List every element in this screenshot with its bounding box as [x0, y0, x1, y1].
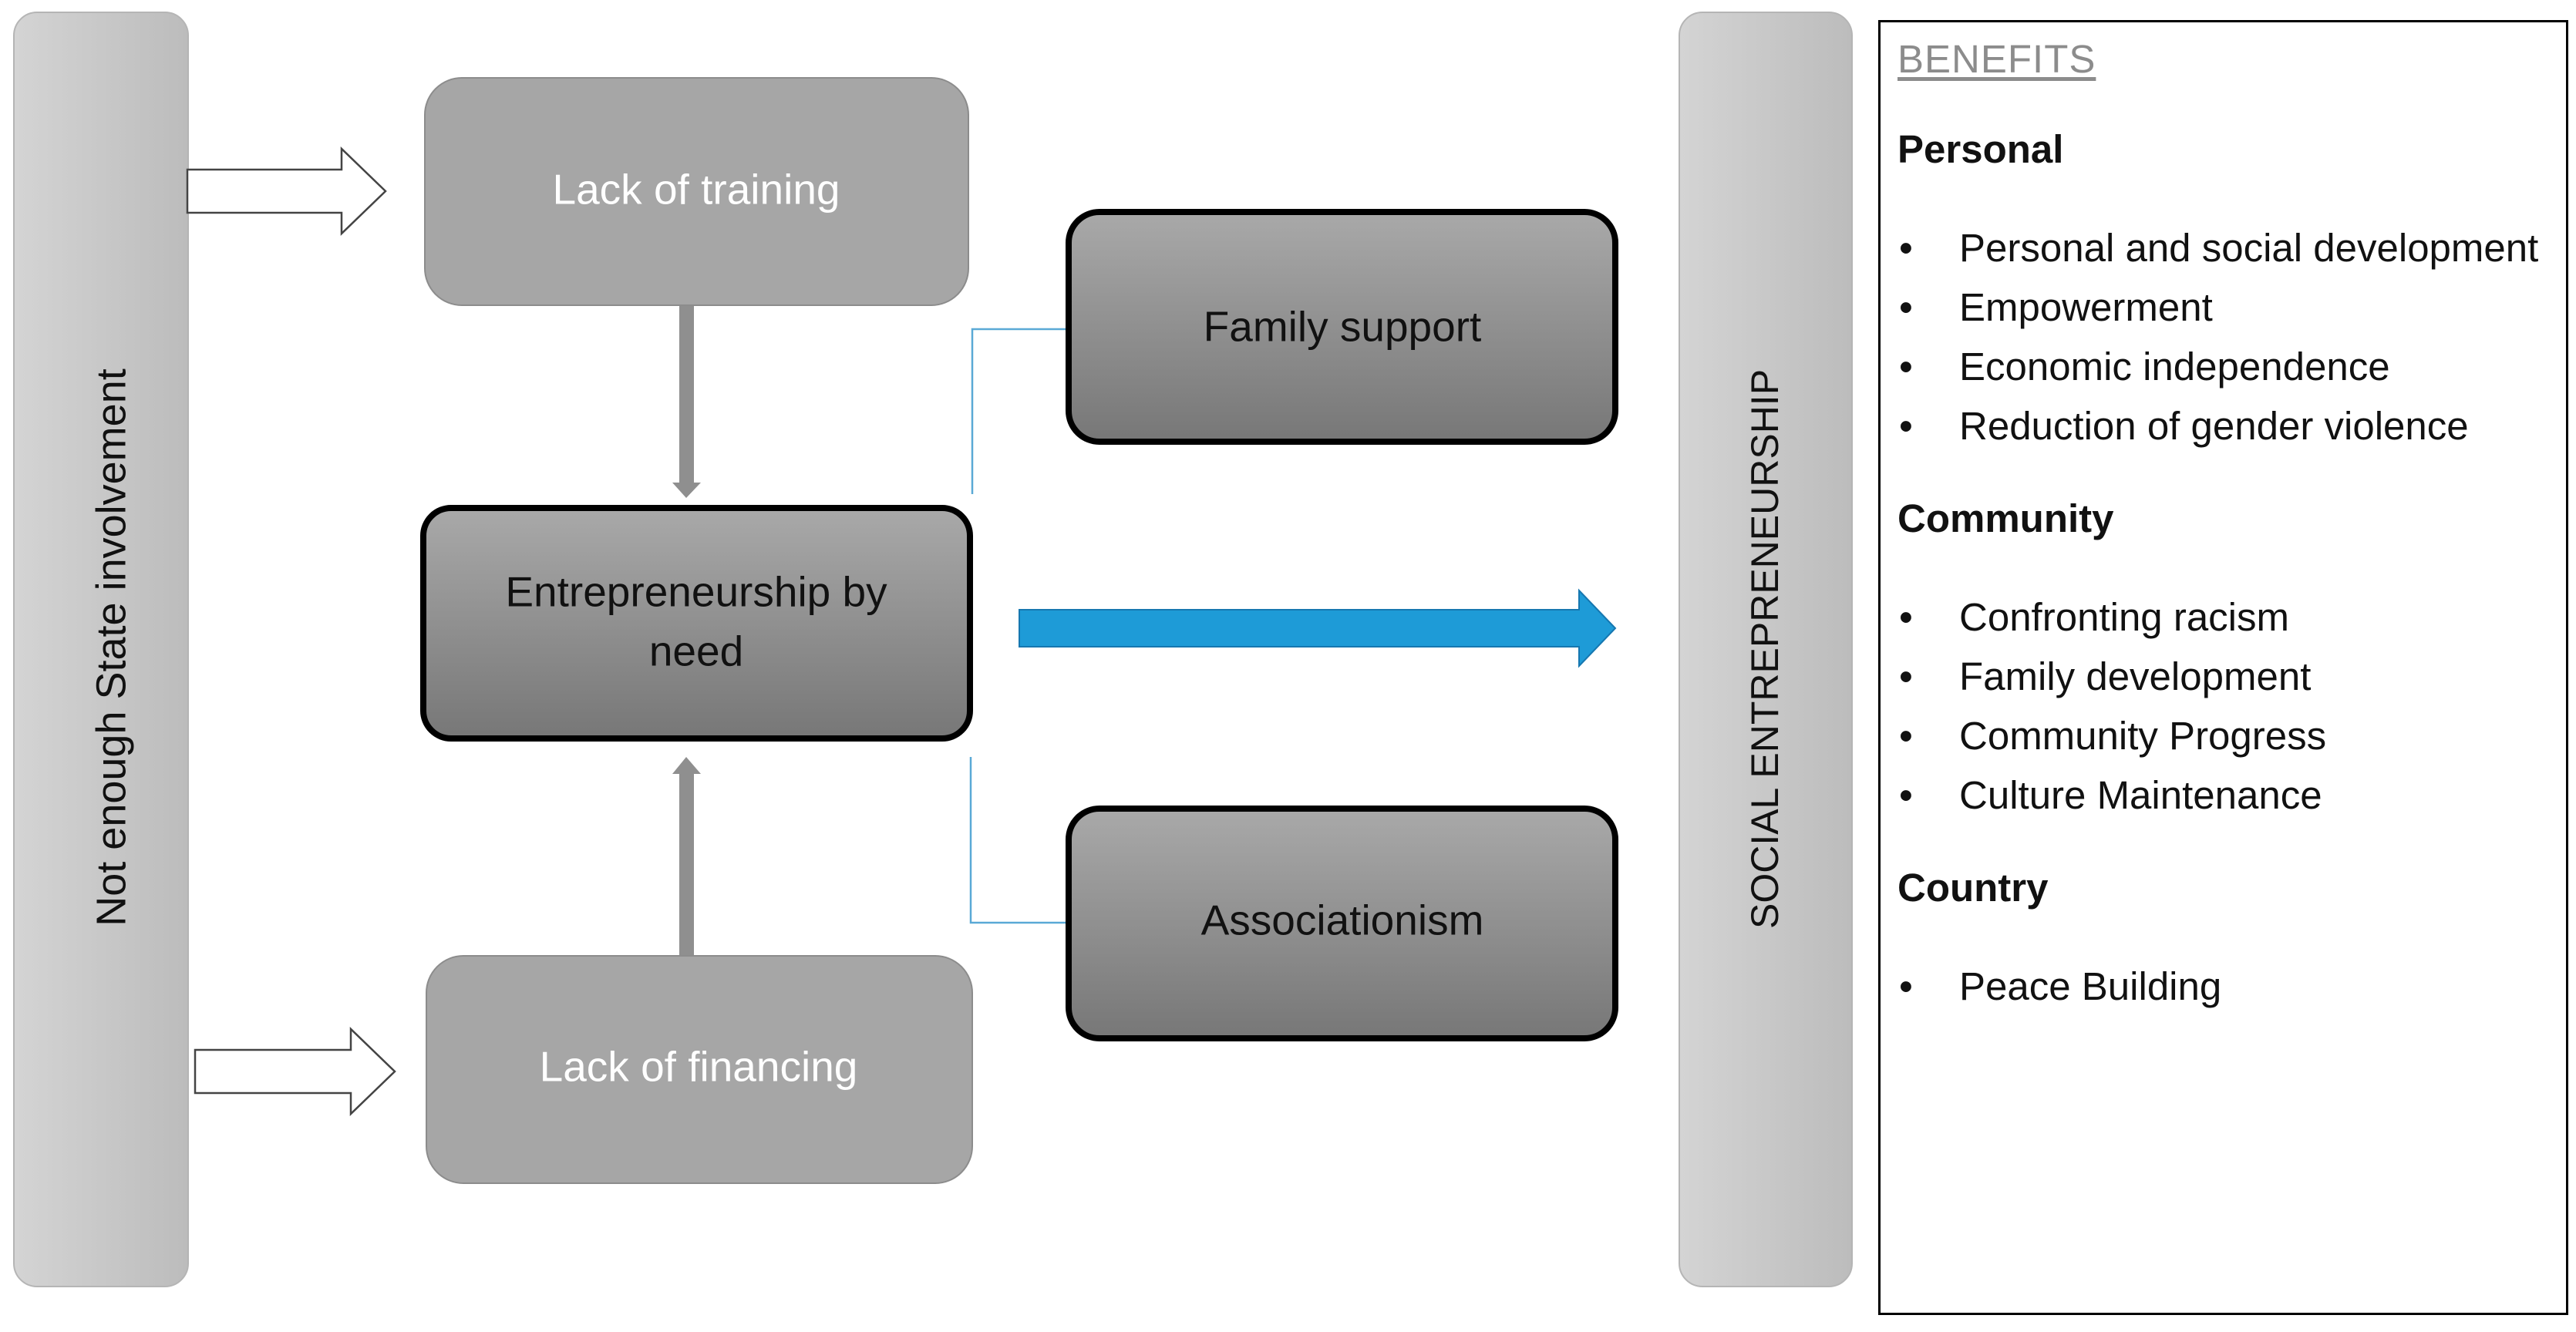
financing-up-arrow-head	[672, 757, 701, 774]
associationism-connector	[969, 757, 1070, 924]
benefit-item: Family development	[1897, 647, 2566, 706]
benefits-section-community: Community Confronting racism Family deve…	[1897, 496, 2566, 825]
section-title-community: Community	[1897, 496, 2114, 540]
benefit-item: Economic independence	[1897, 337, 2566, 396]
family-support-label: Family support	[1204, 303, 1482, 351]
right-bar-label: SOCIAL ENTREPRENEURSHIP	[1743, 369, 1786, 929]
benefit-item: Personal and social development	[1897, 218, 2566, 278]
to-social-entrepreneurship-arrow	[1019, 588, 1617, 668]
family-support-connector	[971, 328, 1070, 494]
section-title-personal: Personal	[1897, 127, 2064, 171]
country-benefits-list: Peace Building	[1897, 957, 2566, 1016]
entrepreneurship-label-line1: Entrepreneurship by	[505, 568, 887, 616]
left-bar-label: Not enough State involvement	[88, 368, 134, 926]
family-support-box	[1066, 209, 1618, 445]
community-benefits-list: Confronting racism Family development Co…	[1897, 587, 2566, 825]
associationism-label: Associationism	[1201, 896, 1484, 944]
lack-of-training-box	[424, 77, 969, 306]
benefits-section-personal: Personal Personal and social development…	[1897, 126, 2566, 456]
benefits-heading: BENEFITS	[1897, 37, 2096, 81]
training-down-shaft	[679, 303, 694, 485]
training-down-arrow-head	[672, 483, 701, 498]
benefit-item: Peace Building	[1897, 957, 2566, 1016]
financing-input-arrow	[194, 1027, 396, 1116]
lack-of-financing-box	[426, 955, 973, 1184]
benefit-item: Confronting racism	[1897, 587, 2566, 647]
associationism-box	[1066, 806, 1618, 1041]
entrepreneurship-label-line2: need	[649, 627, 743, 675]
section-title-country: Country	[1897, 866, 2049, 910]
right-bar	[1679, 12, 1853, 1287]
benefit-item: Empowerment	[1897, 278, 2566, 337]
entrepreneurship-by-need-box	[420, 505, 973, 742]
lack-of-financing-label: Lack of financing	[540, 1043, 858, 1091]
benefits-section-country: Country Peace Building	[1897, 865, 2566, 1016]
personal-benefits-list: Personal and social development Empowerm…	[1897, 218, 2566, 456]
left-bar	[13, 12, 189, 1287]
benefit-item: Community Progress	[1897, 706, 2566, 765]
benefits-panel: BENEFITS Personal Personal and social de…	[1878, 20, 2568, 1315]
training-input-arrow	[186, 146, 387, 236]
benefit-item: Culture Maintenance	[1897, 765, 2566, 825]
benefit-item: Reduction of gender violence	[1897, 396, 2566, 456]
financing-up-shaft	[679, 772, 694, 957]
lack-of-training-label: Lack of training	[553, 166, 840, 214]
